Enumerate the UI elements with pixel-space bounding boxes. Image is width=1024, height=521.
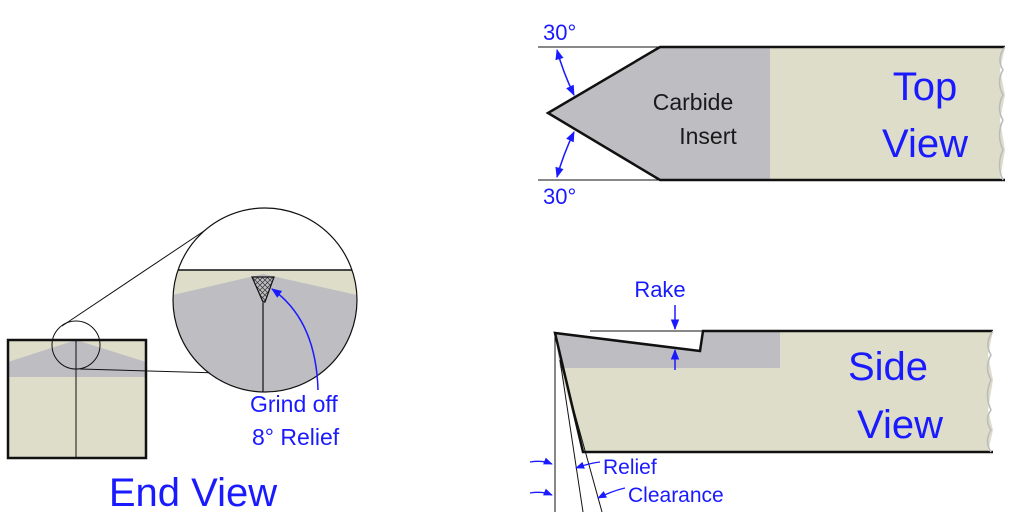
- top-view-carbide-insert: [548, 47, 770, 180]
- clearance-arrow-right: [597, 487, 626, 499]
- side-view: Rake Relief Clearance Side View: [529, 277, 994, 513]
- magnifier-circle: [172, 207, 358, 393]
- end-view-carbide: [8, 340, 146, 377]
- bottom-angle-arc: [555, 131, 575, 179]
- grind-off-label-line1: Grind off: [250, 391, 338, 417]
- relief-ref-line: [559, 359, 584, 513]
- top-view: 30° 30° Carbide Insert Top View: [538, 20, 1006, 209]
- clearance-ref-line: [559, 359, 603, 513]
- end-view-title: End View: [109, 471, 277, 515]
- rake-label: Rake: [634, 277, 685, 302]
- top-view-outline: [545, 45, 1005, 182]
- end-view: Grind off 8° Relief End View: [6, 207, 358, 515]
- side-view-title-line1: Side: [848, 345, 928, 389]
- end-view-outline: [6, 338, 148, 460]
- relief-label: Relief: [603, 456, 657, 479]
- relief-arrow-right: [575, 461, 601, 469]
- top-view-title-line1: Top: [893, 65, 958, 109]
- top-angle-label: 30°: [543, 20, 576, 45]
- relief-arrow-left: [529, 457, 553, 465]
- top-view-break-line: [998, 46, 1006, 181]
- top-angle-arc: [555, 48, 575, 96]
- side-view-tool-body: [560, 331, 993, 452]
- grind-off-pointer: [271, 288, 319, 391]
- magnifier-leader-top: [61, 226, 211, 327]
- end-view-detail-circle: [51, 320, 101, 370]
- side-view-break-line: [986, 330, 994, 453]
- relief-grind-hatch: [251, 276, 275, 303]
- side-view-title-line2: View: [857, 403, 943, 447]
- grind-off-label-line2: 8° Relief: [252, 424, 340, 450]
- side-view-outline: [553, 329, 993, 454]
- clearance-label: Clearance: [628, 484, 724, 507]
- clearance-arrow-left: [529, 488, 553, 496]
- top-view-tool-body: [770, 47, 1005, 180]
- magnified-detail: [173, 208, 357, 392]
- insert-label-line1: Carbide: [653, 89, 734, 115]
- top-view-title-line2: View: [882, 122, 968, 166]
- bottom-angle-label: 30°: [543, 184, 576, 209]
- insert-label-line2: Insert: [679, 123, 737, 149]
